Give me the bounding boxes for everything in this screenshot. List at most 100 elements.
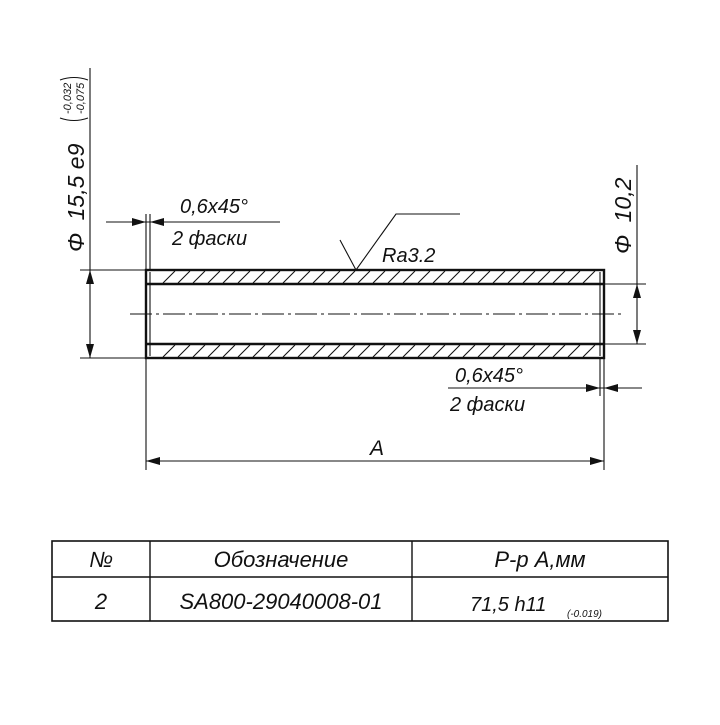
outer-diameter-dimension: Φ 15,5 e9 -0,032 -0,075 <box>59 68 146 359</box>
hatch-line <box>192 344 206 358</box>
outer-diameter-tol-lower: -0,075 <box>75 82 87 114</box>
tolerance-paren-left <box>59 117 89 122</box>
hatch-line <box>387 270 401 284</box>
table-header-num: № <box>89 547 113 572</box>
hatch-line <box>342 344 356 358</box>
table-cell-size-tolerance: (-0.019) <box>567 609 602 620</box>
arrowhead <box>604 384 618 392</box>
hatch-line <box>372 270 386 284</box>
hatch-line <box>282 344 296 358</box>
hatch-line <box>342 270 356 284</box>
length-label: A <box>368 437 384 460</box>
hatch-line <box>522 344 536 358</box>
hatch-line <box>297 270 311 284</box>
arrowhead <box>132 218 146 226</box>
hatch-line <box>207 270 221 284</box>
outer-diameter-value: 15,5 e9 <box>63 143 89 220</box>
hatch-line <box>552 344 566 358</box>
outer-diameter-tol-upper: -0,032 <box>62 83 74 114</box>
hatch-line <box>477 344 491 358</box>
svg-text:Φ 10,2: Φ 10,2 <box>610 177 636 254</box>
hatch-line <box>507 270 521 284</box>
table-header-size: Р-р А,мм <box>494 547 585 572</box>
roughness-callout: Ra3.2 <box>339 213 460 272</box>
hatch-line <box>312 270 326 284</box>
hatch-line <box>237 270 251 284</box>
arrowhead <box>586 384 600 392</box>
hatch-line <box>357 344 371 358</box>
hatch-line <box>477 270 491 284</box>
hatch-line <box>357 270 371 284</box>
bushing-part <box>130 268 622 360</box>
hatch-line <box>282 270 296 284</box>
roughness-symbol <box>339 213 460 272</box>
hatch-line <box>402 270 416 284</box>
hatch-line <box>537 270 551 284</box>
svg-text:Φ 15,5 e9: Φ 15,5 e9 <box>63 143 89 252</box>
arrowhead-bottom <box>633 330 641 344</box>
length-dimension: A <box>145 358 605 470</box>
hatch-line <box>432 344 446 358</box>
hatch-line <box>177 344 191 358</box>
table-cell-size-value: 71,5 h11 <box>470 594 546 616</box>
hatch-line <box>177 270 191 284</box>
hatch-line <box>417 344 431 358</box>
inner-diameter-dimension: Φ 10,2 <box>604 165 646 345</box>
hatch-line <box>447 270 461 284</box>
hatch-line <box>327 270 341 284</box>
hatch-line <box>522 270 536 284</box>
hatch-line <box>372 344 386 358</box>
hatch-line <box>267 270 281 284</box>
hatch-line <box>462 344 476 358</box>
hatch-line <box>417 270 431 284</box>
table-border <box>51 540 669 622</box>
hatch-line <box>432 270 446 284</box>
chamfer-count-label: 2 фаски <box>449 394 525 416</box>
hatch-line <box>507 344 521 358</box>
arrowhead-bottom <box>86 344 94 358</box>
hatch-line <box>582 270 596 284</box>
hatch-line <box>327 344 341 358</box>
hatch-line <box>492 270 506 284</box>
section-hatching-bottom <box>162 344 596 358</box>
arrowhead <box>150 218 164 226</box>
hatch-line <box>387 344 401 358</box>
section-hatching-top <box>162 270 596 284</box>
chamfer-size-label: 0,6x45° <box>455 365 523 387</box>
hatch-line <box>537 344 551 358</box>
hatch-line <box>567 344 581 358</box>
hatch-line <box>237 344 251 358</box>
arrowhead-right <box>590 457 604 465</box>
hatch-line <box>207 344 221 358</box>
hatch-line <box>492 344 506 358</box>
hatch-line <box>552 270 566 284</box>
hatch-line <box>222 270 236 284</box>
hatch-line <box>252 270 266 284</box>
hatch-line <box>162 270 176 284</box>
hatch-line <box>267 344 281 358</box>
hatch-line <box>402 344 416 358</box>
inner-diameter-symbol: Φ <box>610 235 636 254</box>
hatch-line <box>297 344 311 358</box>
hatch-line <box>582 344 596 358</box>
table-cell-designation: SA800-29040008-01 <box>179 589 382 614</box>
hatch-line <box>222 344 236 358</box>
table-header-designation: Обозначение <box>214 547 349 572</box>
hatch-line <box>567 270 581 284</box>
hatch-line <box>162 344 176 358</box>
roughness-label: Ra3.2 <box>382 245 435 267</box>
inner-diameter-value: 10,2 <box>610 177 636 222</box>
arrowhead-top <box>633 284 641 298</box>
hatch-line <box>447 344 461 358</box>
size-table: № Обозначение Р-р А,мм 2 SA800-29040008-… <box>51 540 669 622</box>
hatch-line <box>192 270 206 284</box>
left-chamfer-callout: 0,6x45° 2 фаски <box>106 196 280 270</box>
hatch-line <box>462 270 476 284</box>
tolerance-paren-right <box>59 76 89 81</box>
right-chamfer-callout: 0,6x45° 2 фаски <box>448 358 642 416</box>
hatch-line <box>312 344 326 358</box>
arrowhead-left <box>146 457 160 465</box>
arrowhead-top <box>86 270 94 284</box>
table-cell-num: 2 <box>94 589 107 614</box>
